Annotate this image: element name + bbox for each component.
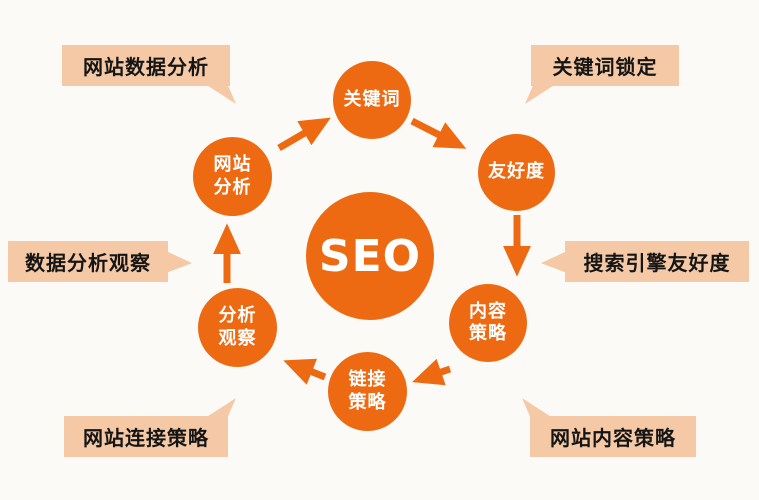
arrow-link-strategy-to-analysis-observation [283,358,327,385]
node-friendliness: 友好度 [478,134,555,211]
arrow-content-strategy-to-link-strategy [412,358,452,386]
callout-keyword-targeting: 关键词锁定 [525,45,679,104]
callout-site-content-strategy: 网站内容策略 [522,398,696,457]
node-friendliness-label: 友好度 [488,161,545,183]
node-analysis-observation: 分析 观察 [198,288,277,367]
node-site-analysis-label: 网站 分析 [213,154,252,198]
callout-keyword-targeting-label: 关键词锁定 [552,55,658,79]
callout-site-link-strategy-label: 网站连接策略 [83,426,209,450]
node-content-strategy-label: 内容 策略 [469,300,507,345]
arrow-site-analysis-to-keywords [277,117,331,152]
node-link-strategy: 链接 策略 [328,352,407,431]
callout-site-data-analysis: 网站数据分析 [62,45,236,104]
callout-data-analysis-observation-label: 数据分析观察 [25,251,151,275]
seo-center-circle: SEO [306,192,434,320]
node-link-strategy-label: 链接 策略 [348,369,387,413]
seo-center-label: SEO [318,230,422,282]
callout-search-engine-friendliness-label: 搜索引擎友好度 [583,251,731,275]
callout-search-engine-friendliness: 搜索引擎友好度 [541,241,749,282]
callout-site-data-analysis-label: 网站数据分析 [83,55,209,79]
node-keywords: 关键词 [333,61,411,139]
node-keywords-label: 关键词 [343,88,401,110]
node-content-strategy: 内容 策略 [449,284,527,362]
callout-data-analysis-observation: 数据分析观察 [8,241,192,282]
node-site-analysis: 网站 分析 [193,137,272,216]
node-analysis-observation-label: 分析 观察 [218,305,257,349]
callout-site-content-strategy-label: 网站内容策略 [550,426,676,450]
arrow-keywords-to-friendliness [410,117,467,149]
callout-site-link-strategy: 网站连接策略 [64,398,236,457]
